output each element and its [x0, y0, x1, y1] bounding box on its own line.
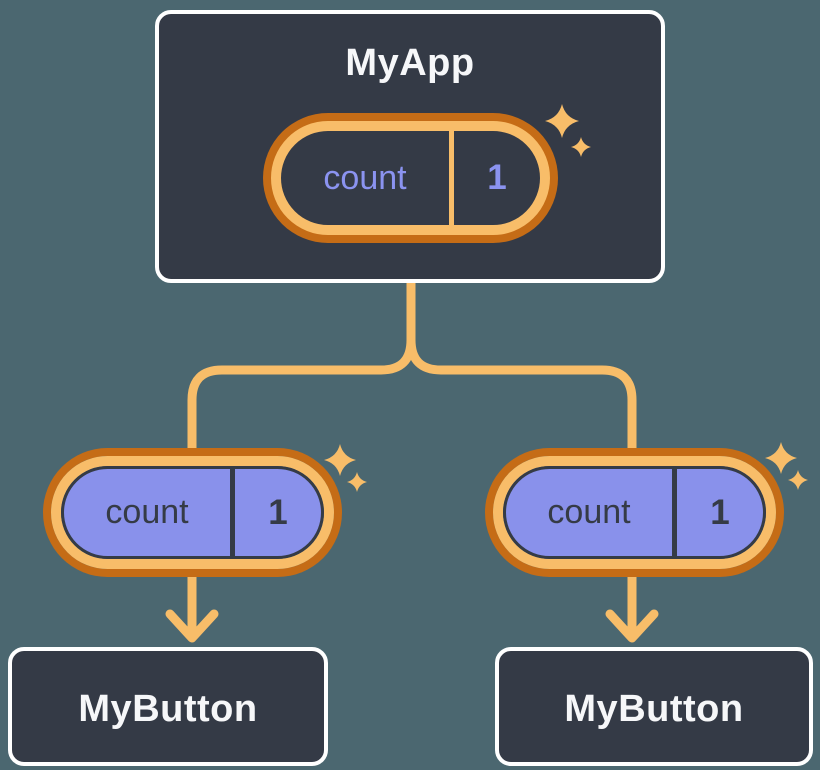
prop-value-label: 1: [268, 492, 288, 532]
prop-value: 1: [235, 469, 321, 556]
pill-divider: [672, 469, 677, 556]
state-value-label: 1: [487, 158, 507, 197]
node-mybutton-left-title: MyButton: [78, 688, 258, 730]
state-value: 1: [454, 131, 540, 225]
prop-pill-body: count 1: [61, 466, 324, 559]
prop-pill-left: count 1: [51, 456, 334, 569]
state-name: count: [281, 131, 449, 225]
sparkle-small-icon: [788, 470, 808, 490]
node-myapp-title: MyApp: [345, 42, 475, 84]
prop-value: 1: [677, 469, 763, 556]
state-pill-body: count 1: [281, 131, 540, 225]
prop-value-label: 1: [710, 492, 730, 532]
pill-divider: [449, 131, 454, 225]
prop-name: count: [506, 469, 672, 556]
arrowhead-left-icon: [165, 609, 219, 643]
prop-pill-right: count 1: [493, 456, 776, 569]
prop-name-label: count: [547, 493, 631, 531]
sparkle-large-icon: [324, 444, 356, 476]
node-mybutton-right: [495, 647, 813, 766]
prop-pill-body: count 1: [503, 466, 766, 559]
sparkle-small-icon: [347, 472, 367, 492]
node-mybutton-right-title: MyButton: [564, 688, 744, 730]
node-mybutton-left: [8, 647, 328, 766]
sparkle-large-icon: [765, 442, 797, 474]
state-name-label: count: [323, 158, 407, 197]
state-pill-myapp: count 1: [271, 121, 550, 235]
prop-name: count: [64, 469, 230, 556]
arrowhead-right-icon: [605, 609, 659, 643]
prop-name-label: count: [105, 493, 189, 531]
